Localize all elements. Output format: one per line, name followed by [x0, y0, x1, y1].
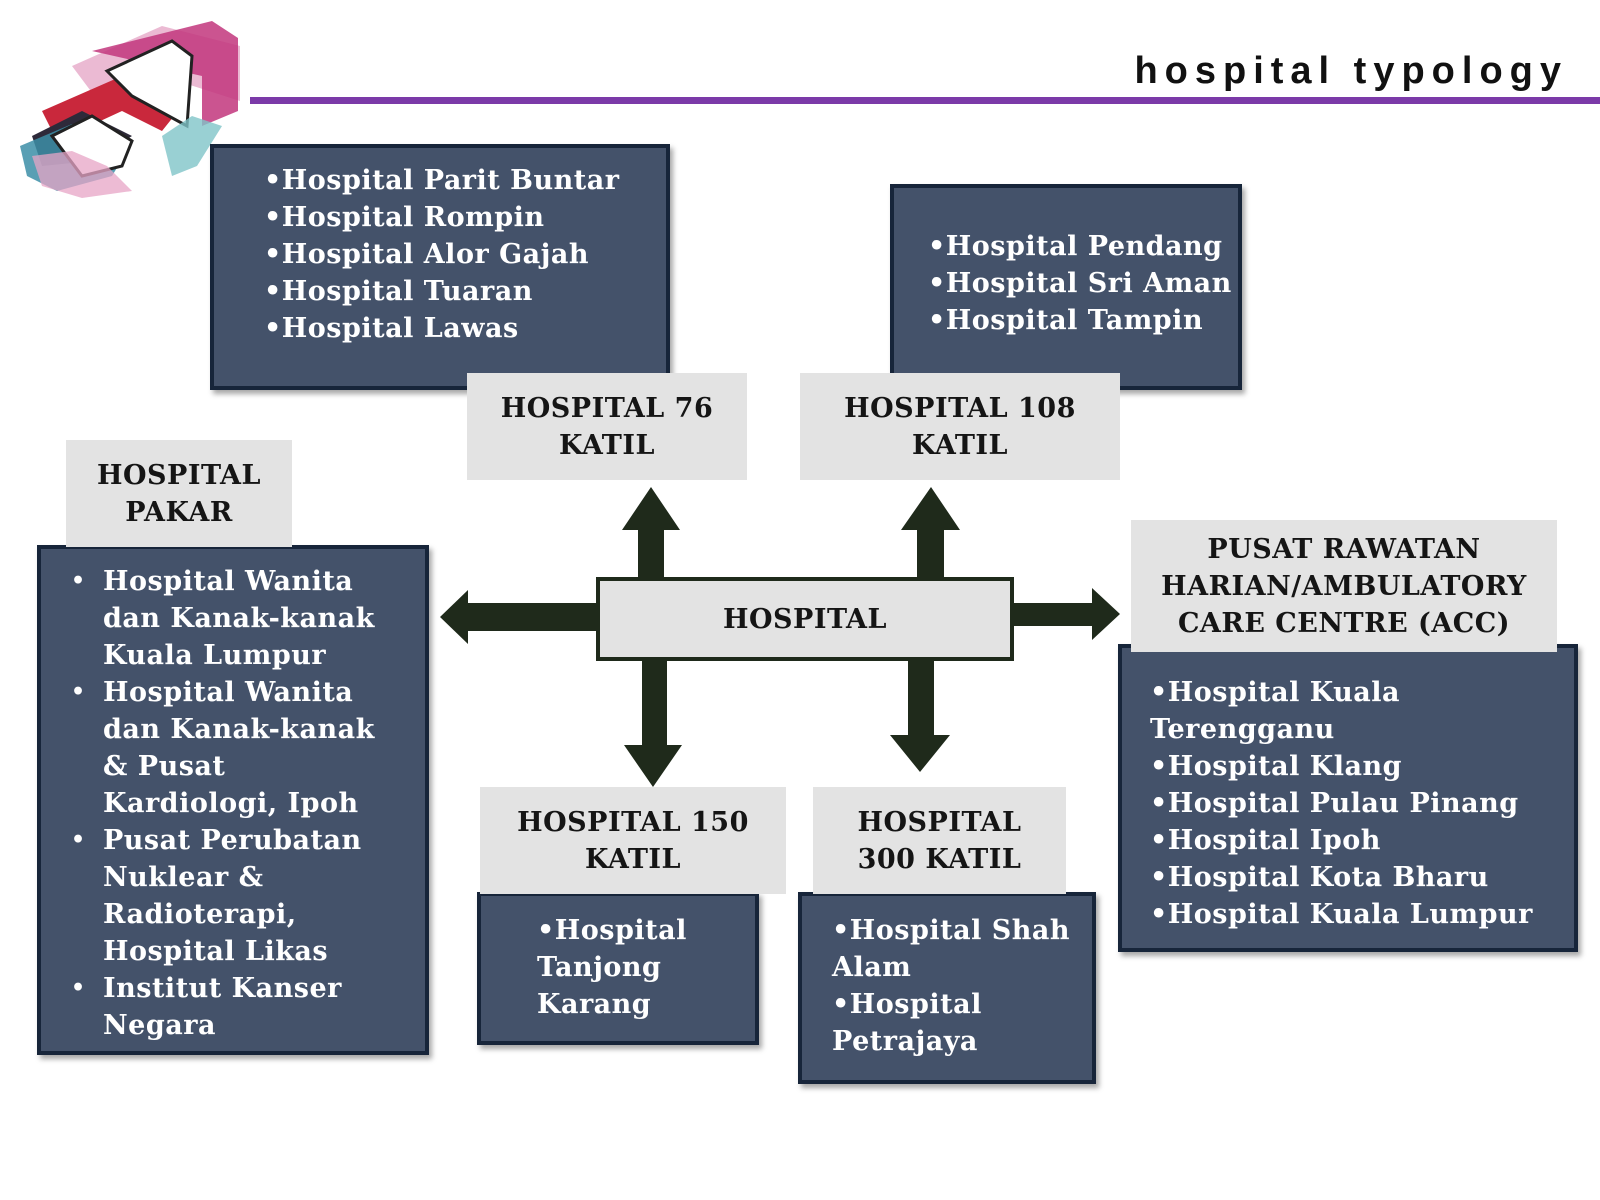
list-item: •Hospital Lawas	[264, 313, 519, 344]
arrow-left-pakar	[440, 590, 596, 644]
arrow-right-acc	[1014, 588, 1120, 640]
list-item: •Hospital Kuala Terengganu	[1150, 677, 1400, 745]
hospital-pakar-list: Hospital Wanita dan Kanak-kanak Kuala Lu…	[37, 545, 429, 1055]
hospital-150-label: HOSPITAL 150 KATIL	[480, 787, 786, 894]
brand-logo-icon	[20, 21, 240, 198]
list-item: •Hospital Shah Alam	[832, 915, 1070, 983]
list-item: •Hospital Klang	[1150, 751, 1402, 782]
hospital-pakar-label: HOSPITAL PAKAR	[66, 440, 292, 547]
hospital-150-list: •Hospital Tanjong Karang	[477, 892, 759, 1045]
list-item: Hospital Wanita dan Kanak-kanak Kuala Lu…	[41, 563, 409, 674]
list-item: •Hospital Ipoh	[1150, 825, 1381, 856]
arrow-down-300	[890, 657, 950, 772]
list-item: •Hospital Sri Aman	[928, 268, 1232, 299]
brand-logo	[12, 16, 248, 201]
arrow-up-76	[622, 487, 680, 577]
list-item: •Hospital Tuaran	[264, 276, 533, 307]
list-item: •Hospital Kuala Lumpur	[1150, 899, 1533, 930]
list-item: •Hospital Alor Gajah	[264, 239, 590, 270]
title-divider	[250, 97, 1600, 104]
list-item: •Hospital Pulau Pinang	[1150, 788, 1519, 819]
arrow-up-108	[901, 487, 960, 577]
list-item: Hospital Wanita dan Kanak-kanak & Pusat …	[41, 674, 409, 822]
hospital-300-label: HOSPITAL 300 KATIL	[813, 787, 1066, 894]
list-item: Pusat Perubatan Nuklear & Radioterapi, H…	[41, 822, 409, 970]
hospital-76-label: HOSPITAL 76 KATIL	[467, 373, 747, 480]
list-item: •Hospital Pendang	[928, 231, 1223, 262]
acc-label: PUSAT RAWATAN HARIAN/AMBULATORY CARE CEN…	[1131, 520, 1557, 652]
list-item: •Hospital Kota Bharu	[1150, 862, 1489, 893]
hospital-center-node: HOSPITAL	[596, 577, 1014, 661]
acc-list: •Hospital Kuala Terengganu •Hospital Kla…	[1118, 644, 1578, 952]
list-item: •Hospital Parit Buntar	[264, 165, 620, 196]
hospital-76-list: •Hospital Parit Buntar •Hospital Rompin …	[210, 144, 670, 390]
hospital-108-label: HOSPITAL 108 KATIL	[800, 373, 1120, 480]
arrow-down-150	[624, 657, 682, 787]
list-item: •Hospital Petrajaya	[832, 989, 982, 1057]
hospital-108-list: •Hospital Pendang •Hospital Sri Aman •Ho…	[890, 184, 1242, 390]
list-item: •Hospital Rompin	[264, 202, 545, 233]
list-item: •Hospital Tampin	[928, 305, 1204, 336]
list-item: Institut Kanser Negara	[41, 970, 409, 1044]
hospital-300-list: •Hospital Shah Alam •Hospital Petrajaya	[798, 892, 1096, 1084]
page-title: hospital typology	[1134, 50, 1568, 92]
list-item: •Hospital Tanjong Karang	[537, 915, 687, 1020]
